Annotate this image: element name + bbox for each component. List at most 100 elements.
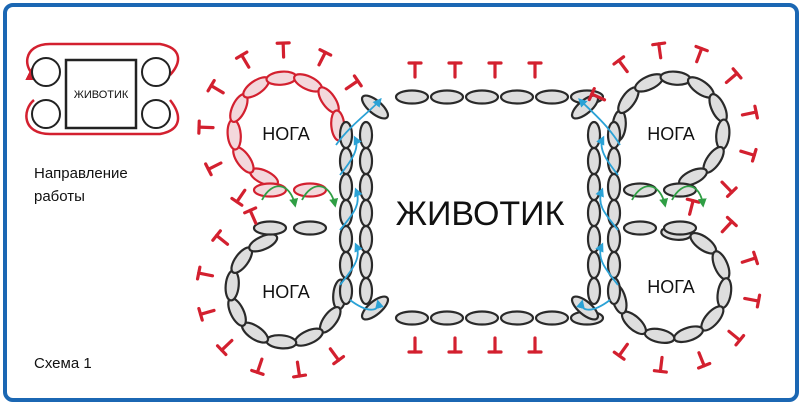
chain-stitch [394,89,430,105]
chain-stitch [358,146,374,176]
green-arrow [671,185,707,208]
stitch-symbol [527,61,543,79]
stitch-stem [344,79,360,91]
stitch-symbol [587,87,607,102]
stitch-stem [235,188,247,204]
green-arrow [261,185,299,208]
chain-stitch [606,172,622,202]
chain-stitch [586,146,602,176]
chain-stitch [248,233,279,253]
stitch-symbol [487,336,503,354]
chain-stitch [499,310,535,326]
stitch-symbol [720,215,738,234]
chain-stitch [338,250,354,280]
stitch-stem [695,46,704,64]
stitch-stem [688,199,695,216]
stitch-symbol [685,197,701,216]
stitch-stem [248,208,258,225]
chain-stitch [224,269,240,302]
stitch-symbol [447,336,463,354]
stitch-stem [743,296,761,303]
chain-stitch [534,89,570,105]
blue-arrow [595,187,619,231]
stitch-symbol [740,250,760,266]
stitch-symbol [487,61,503,79]
stitch-stem [724,71,739,85]
stitch-stem [617,342,629,358]
direction-legend: ЖИВОТИК [25,42,180,136]
chain-stitch [643,327,676,344]
chain-stitch [429,310,465,326]
chain-stitch [464,310,500,326]
green-arrow [631,185,669,208]
stitch-symbol [328,347,346,366]
stitch-symbol [612,342,629,361]
blue-arrow [596,135,619,176]
blue-arrow [339,187,363,231]
chain-stitch [715,118,731,151]
stitch-symbol [344,74,363,91]
stitch-symbol [447,61,463,79]
blue-arrow [578,98,621,146]
stitch-symbol [651,41,667,60]
chain-stitch [338,172,354,202]
chain-stitch [265,70,298,86]
chain-stitch [586,120,602,150]
stitch-stem [590,92,607,102]
stitch-stem [198,308,216,316]
chain-stitch [429,89,465,105]
chain-stitch [606,198,622,228]
chain-stitch [358,120,374,150]
chain-stitch [226,118,242,151]
blue-arrow [349,299,384,311]
direction-label-2: работы [34,188,85,205]
chain-stitch [358,250,374,280]
stitch-symbol [696,351,712,370]
direction-label: Направление [34,165,128,182]
stitch-symbol [275,41,291,59]
stitch-symbol [206,78,225,95]
chain-stitch [662,220,698,236]
chain-stitch [534,310,570,326]
stitch-stem [727,329,742,342]
stitch-stem [255,357,264,374]
stitch-symbol [215,338,234,357]
chain-stitch [358,172,374,202]
stitch-symbols [195,41,762,379]
stitch-symbol [197,119,215,135]
blue-arrow [339,242,363,286]
chain-stitch [265,334,298,350]
stitch-stem [658,355,664,373]
chain-stitch [711,250,731,281]
direction-arrow [25,42,180,81]
stitch-symbol [743,293,762,309]
stitch-symbol [250,357,265,376]
stitch-stem [740,256,758,264]
chain-stitch [293,327,324,347]
scheme-caption: Схема 1 [34,355,92,372]
mini-leg [141,57,171,87]
stitch-stem [209,84,225,95]
blue-arrow [576,299,611,311]
mini-leg [31,99,61,129]
chain-stitch [606,224,622,254]
stitch-stem [197,271,215,278]
chain-stitch [586,276,602,306]
chain-stitch [708,93,728,123]
stitch-stem [220,338,234,352]
stitch-symbol [204,161,223,177]
chain-stitch [338,120,354,150]
chain-stitch [292,220,328,236]
stitch-symbol [211,229,230,246]
stitch-stem [720,180,734,194]
stitch-symbol [720,180,738,198]
stitch-symbol [740,104,759,120]
stitch-symbol [407,336,423,354]
mini-leg [141,99,171,129]
mini-belly-label: ЖИВОТИК [74,89,129,101]
chain-stitch [252,220,288,236]
stitch-stem [295,360,302,378]
chain-stitch [586,198,602,228]
chain-stitch [659,70,692,86]
